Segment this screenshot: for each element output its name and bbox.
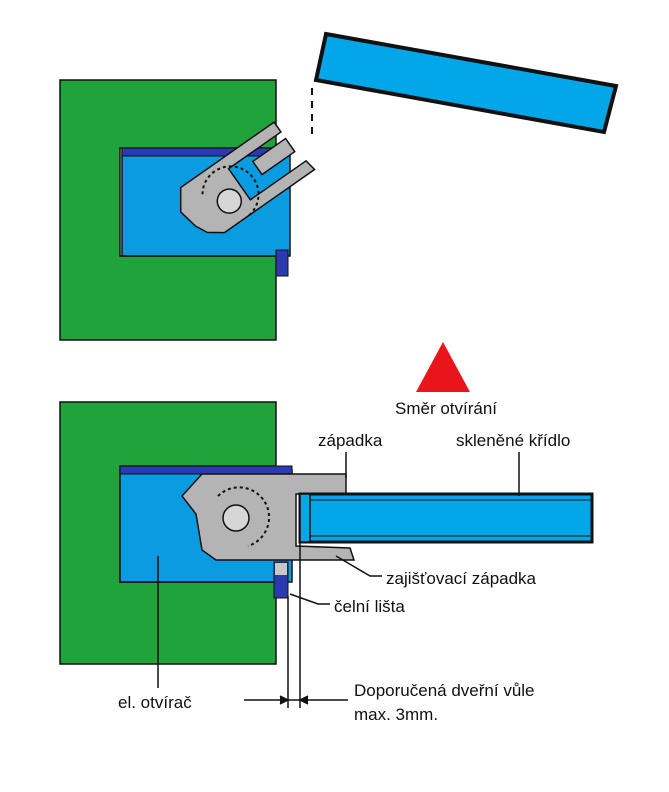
glass-leaf-open (313, 31, 619, 135)
door-frame-top (59, 79, 277, 341)
gap-arrow-right (298, 695, 309, 705)
label-opener: el. otvírač (118, 693, 192, 712)
latch-open-pivot (216, 188, 243, 214)
opener-top-strip-bottom (119, 465, 293, 475)
label-direction: Směr otvírání (395, 399, 497, 418)
leader-locking-strike (335, 555, 382, 577)
latch-open-dotted-arc (201, 165, 260, 217)
latch-closed-pivot (222, 504, 250, 532)
leader-lines (157, 452, 520, 708)
open-position-view (59, 31, 619, 341)
face-plate-top (275, 249, 289, 277)
label-strike: západka (318, 431, 383, 450)
latch-closed-dotted-arc (217, 486, 271, 547)
label-face-plate: čelní lišta (334, 597, 405, 616)
glass-leaf-closed (298, 492, 594, 544)
latch-open-tab (251, 137, 296, 176)
leader-face-plate (289, 593, 330, 605)
label-gap-line2: max. 3mm. (354, 705, 438, 724)
closed-position-view (59, 401, 594, 665)
latch-open-body (179, 121, 316, 234)
face-plate-bottom-highlight (275, 563, 287, 575)
label-glass-leaf: skleněné křídlo (456, 431, 570, 450)
triangle-up-icon (416, 342, 470, 392)
label-gap-line1: Doporučená dveřní vůle (354, 681, 535, 700)
latch-open (179, 121, 316, 234)
latch-closed (181, 473, 356, 561)
glass-leaf-edge (299, 493, 311, 543)
label-locking-strike: zajišťovací západka (386, 569, 537, 588)
gap-arrow-left (279, 695, 290, 705)
latch-closed-body (181, 473, 356, 561)
